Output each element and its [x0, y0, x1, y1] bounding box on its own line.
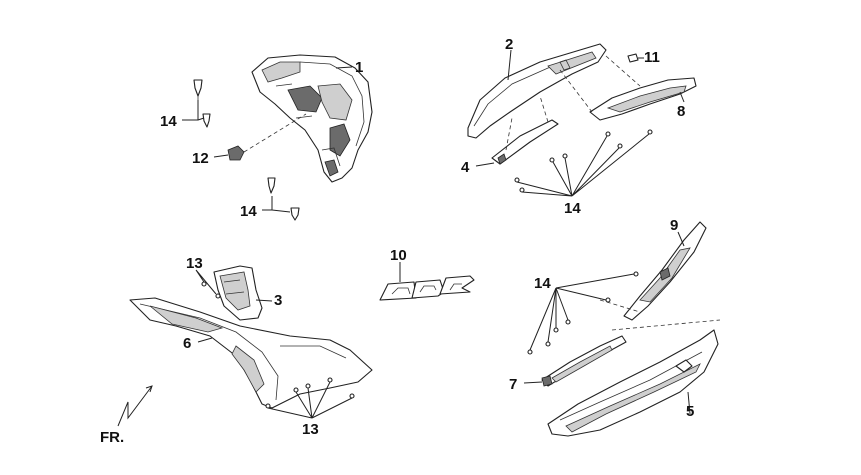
callout-13-lower: 13	[302, 421, 319, 438]
callout-1: 1	[355, 59, 363, 76]
callout-14-lower-left: 14	[240, 203, 257, 220]
part-9-upper-trim	[623, 221, 707, 321]
callout-12: 12	[192, 150, 209, 167]
callout-2: 2	[505, 36, 513, 53]
part-7-lower-trim	[541, 335, 627, 387]
callout-7: 7	[509, 376, 517, 393]
callout-8: 8	[677, 103, 685, 120]
callout-14-upper-left: 14	[160, 113, 177, 130]
part-12-bulb-socket	[227, 113, 307, 161]
part-11-small-screw	[627, 53, 639, 63]
part-1-headlight-housing	[251, 54, 373, 183]
callout-6: 6	[183, 335, 191, 352]
callout-4: 4	[461, 159, 470, 176]
part-8-inner-panel	[559, 55, 697, 121]
part-10-adx-emblem	[379, 275, 475, 301]
screw-group-14-upper-left	[193, 79, 211, 128]
callout-5: 5	[686, 403, 694, 420]
callout-9: 9	[670, 217, 678, 234]
front-direction-arrow-icon	[117, 385, 153, 427]
screw-group-14-lower-left	[267, 177, 300, 221]
part-2-front-upper-cover	[467, 43, 607, 139]
callout-14-lower-right: 14	[534, 275, 551, 292]
part-5-side-cover-lower	[547, 299, 721, 437]
part-4-trim-strip	[491, 95, 559, 165]
callout-11: 11	[644, 49, 660, 66]
callout-3: 3	[274, 292, 282, 309]
part-3-inner-frame-cover	[213, 265, 263, 321]
callout-14-upper-right: 14	[564, 200, 581, 217]
callout-10: 10	[390, 247, 407, 264]
part-6-left-side-cover	[129, 297, 373, 409]
screw-group-14-upper-right	[514, 129, 653, 193]
direction-label: FR.	[100, 429, 124, 446]
callout-13-upper: 13	[186, 255, 203, 272]
